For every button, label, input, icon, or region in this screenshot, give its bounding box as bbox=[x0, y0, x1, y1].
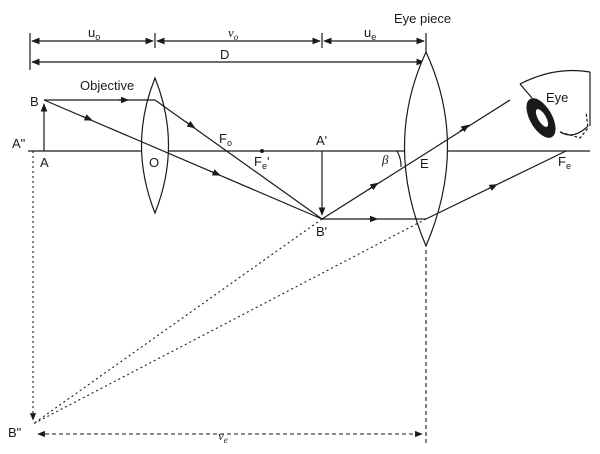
point-B-prime-label: B' bbox=[316, 224, 327, 239]
ray-objective-to-image bbox=[154, 99, 323, 220]
ue-label: ue bbox=[364, 25, 376, 42]
point-O-label: O bbox=[149, 155, 159, 170]
ray-arrowhead bbox=[368, 182, 379, 191]
point-Fe-label: Fe bbox=[558, 154, 571, 171]
beta-label: β bbox=[381, 152, 389, 167]
objective-lens bbox=[140, 76, 170, 215]
extension-ray-1 bbox=[32, 218, 323, 425]
point-Fe-prime-label: Fe' bbox=[254, 154, 269, 171]
ve-label: ve bbox=[218, 428, 228, 445]
point-A-prime-label: A' bbox=[316, 133, 327, 148]
ray-arrowhead bbox=[209, 169, 221, 176]
point-Fo-label: Fo bbox=[219, 131, 232, 148]
focal-point-Fe-prime bbox=[260, 149, 264, 153]
uo-label: uo bbox=[88, 25, 100, 42]
eye-label: Eye bbox=[546, 90, 568, 105]
vo-label: vo bbox=[228, 25, 239, 42]
ray-arrowhead bbox=[81, 114, 93, 121]
objective-label: Objective bbox=[80, 78, 134, 93]
extension-ray-2 bbox=[32, 218, 427, 425]
ray-arrowhead bbox=[487, 184, 498, 191]
eye-illustration bbox=[519, 69, 591, 139]
D-label: D bbox=[220, 47, 229, 62]
eyepiece-lens bbox=[403, 50, 449, 248]
beta-angle-arc bbox=[396, 150, 402, 168]
ray-arrowhead bbox=[185, 120, 196, 129]
ray-through-E bbox=[321, 99, 511, 220]
point-E-label: E bbox=[420, 156, 429, 171]
point-A-double-prime-label: A" bbox=[12, 136, 26, 151]
point-B-double-prime-label: B" bbox=[8, 425, 22, 440]
eyepiece-label: Eye piece bbox=[394, 11, 451, 26]
point-A-label: A bbox=[40, 155, 49, 170]
point-B-label: B bbox=[30, 94, 39, 109]
ray-arrowhead bbox=[459, 124, 470, 133]
